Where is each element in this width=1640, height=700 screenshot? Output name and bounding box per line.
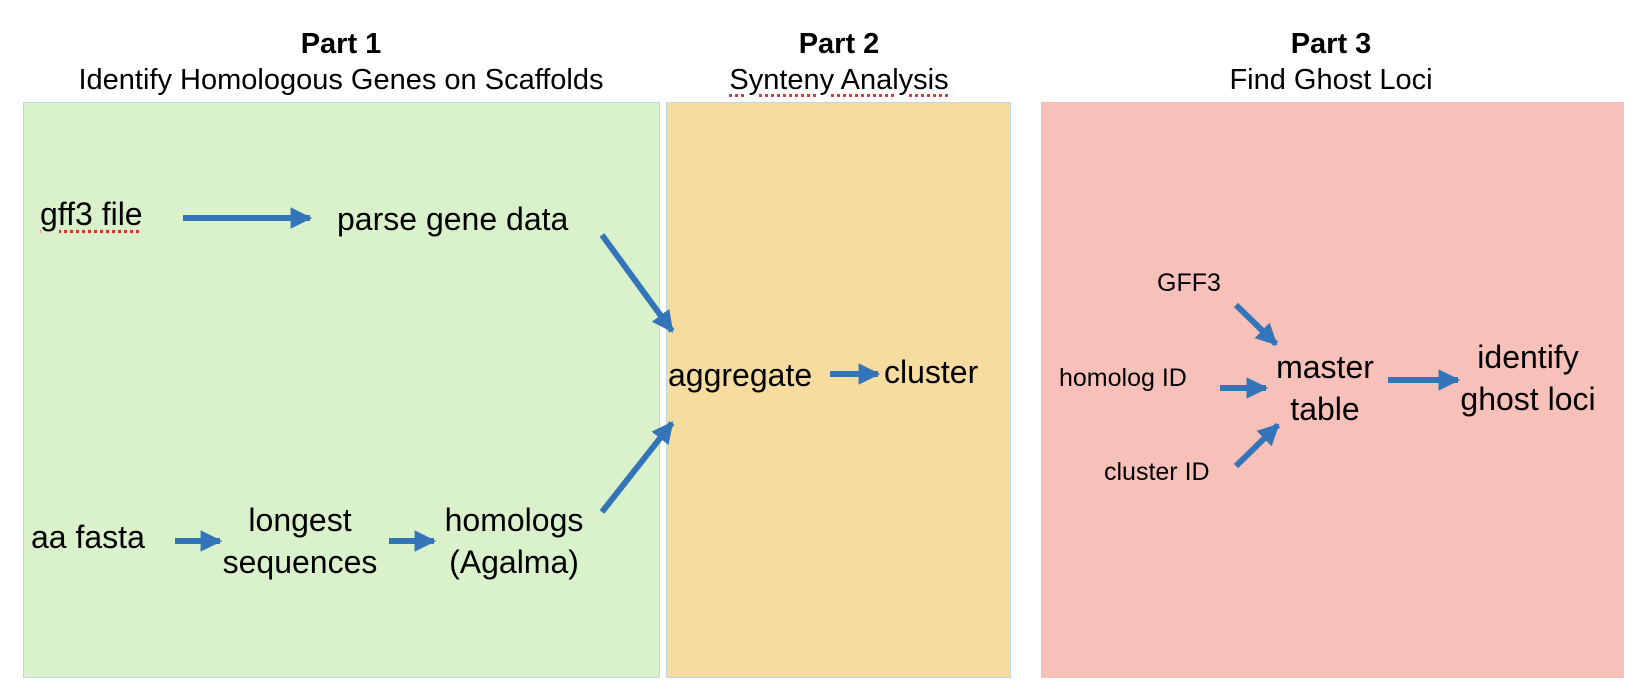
gff3-input-label: GFF3 — [1157, 269, 1221, 297]
gff3-file-label: gff3 file — [40, 196, 143, 232]
part2-subtitle: Synteny Analysis — [729, 64, 949, 96]
cluster-id-node: cluster ID — [1104, 456, 1210, 489]
arrow-parse-to-aggregate — [599, 233, 675, 333]
aa-fasta-node: aa fasta — [31, 517, 145, 559]
gff3-input-node: GFF3 — [1157, 267, 1221, 300]
homolog-id-label: homolog ID — [1059, 364, 1187, 392]
parse-gene-data-label: parse gene data — [337, 201, 569, 237]
cluster-node: cluster — [884, 352, 978, 394]
homologs-line2: (Agalma) — [449, 543, 579, 580]
master-table-line1: master — [1276, 349, 1374, 385]
part3-subtitle: Find Ghost Loci — [1229, 64, 1433, 96]
aggregate-label: aggregate — [668, 357, 813, 393]
part2-header: Part 2 Synteny Analysis — [509, 26, 1169, 98]
arrow-cluster-id-to-master — [1233, 422, 1281, 469]
part1-subtitle: Identify Homologous Genes on Scaffolds — [78, 64, 604, 96]
parse-gene-data-node: parse gene data — [337, 199, 568, 241]
identify-ghost-loci-line2: ghost loci — [1460, 380, 1596, 417]
longest-sequences-node: longest sequences — [212, 500, 388, 583]
master-table-node: master table — [1262, 347, 1388, 430]
part1-panel — [23, 102, 660, 678]
identify-ghost-loci-line1: identify — [1477, 339, 1579, 375]
longest-sequences-line1: longest — [248, 502, 352, 538]
aa-fasta-label: aa fasta — [31, 519, 145, 555]
identify-ghost-loci-node: identify ghost loci — [1447, 337, 1609, 420]
aggregate-node: aggregate — [668, 355, 812, 397]
arrow-gff3-to-master — [1233, 302, 1279, 347]
cluster-label: cluster — [884, 354, 979, 390]
part2-panel — [666, 102, 1011, 678]
part2-title: Part 2 — [798, 28, 880, 60]
cluster-id-label: cluster ID — [1104, 458, 1210, 486]
part1-title: Part 1 — [300, 28, 382, 60]
homolog-id-node: homolog ID — [1059, 362, 1187, 395]
gff3-file-node: gff3 file — [40, 194, 143, 236]
longest-sequences-line2: sequences — [222, 543, 378, 580]
part3-header: Part 3 Find Ghost Loci — [1001, 26, 1640, 98]
arrow-homologs-to-aggregate — [599, 421, 675, 514]
homologs-line1: homologs — [444, 502, 584, 538]
part3-panel — [1041, 102, 1624, 678]
part1-header: Part 1 Identify Homologous Genes on Scaf… — [11, 26, 671, 98]
homologs-node: homologs (Agalma) — [432, 500, 596, 583]
master-table-line2: table — [1290, 390, 1360, 427]
part3-title: Part 3 — [1290, 28, 1372, 60]
